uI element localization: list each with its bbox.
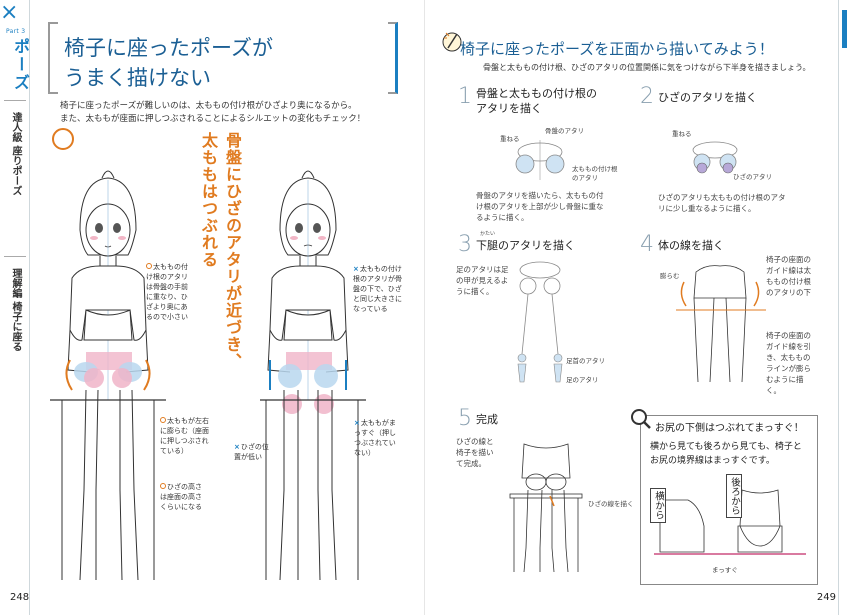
step-5-diagram xyxy=(509,443,583,573)
step-1-desc: 骨盤のアタリを描いたら、太ももの付け根のアタリを上部が少し骨盤に重なるように描く… xyxy=(476,191,604,222)
tab-divider xyxy=(4,256,26,257)
left-page: Part 3 ポーズ 達人級 座りポーズ 理解編 椅子に座る 248 椅子に座っ… xyxy=(0,0,402,615)
step-2-label-knee: ひざのアタリ xyxy=(733,173,772,181)
side-tab: Part 3 ポーズ 達人級 座りポーズ 理解編 椅子に座る 248 xyxy=(0,0,30,615)
step-4-label-bulge: 膨らむ xyxy=(660,272,680,280)
good-note-3: ひざの高さは座面の高さくらいになる xyxy=(160,483,202,511)
tip-text: 横から見ても後ろから見ても、椅子とお尻の境界線はまっすぐです。 xyxy=(650,442,802,466)
good-note-2: 太ももが左右に膨らむ（座面に押しつぶされている） xyxy=(160,417,209,455)
step-2-desc: ひざのアタリも太ももの付け根のアタリに少し重なるように描く。 xyxy=(658,193,786,213)
title-bracket-left xyxy=(48,22,58,94)
step-3-label-foot: 足のアタリ xyxy=(566,376,599,384)
page-number-right: 249 xyxy=(816,592,836,603)
right-edge-tab xyxy=(838,0,850,615)
part-label: Part 3 xyxy=(6,28,26,35)
step-2-number: 2 xyxy=(640,84,654,109)
step-3-title: 下腿のアタリを描く xyxy=(476,239,575,252)
step-4-number: 4 xyxy=(640,232,654,257)
step-5-title: 完成 xyxy=(476,413,498,426)
sub-tab-1: 達人級 座りポーズ xyxy=(10,112,21,196)
step-3-diagram xyxy=(517,261,563,383)
step-3-label-ankle: 足首のアタリ xyxy=(566,357,605,365)
good-mark-icon xyxy=(52,128,74,150)
callout-line-1: 骨盤にひざのアタリが近づき、 xyxy=(223,132,242,370)
tip-diagram xyxy=(654,489,806,555)
step-4-desc: 椅子の座面のガイド線は太ももの付け根のアタリの下 xyxy=(766,255,811,297)
section-tab-label: ポーズ xyxy=(11,38,30,92)
bad-mark-icon: × xyxy=(0,0,19,25)
intro-line-2: また、太ももが座面に押しつぶされることによるシルエットの変化もチェック！ xyxy=(60,114,366,124)
step-3-desc: 足のアタリは足の甲が見えるように描く。 xyxy=(456,265,509,296)
step-2-diagram xyxy=(692,141,738,174)
step-2-label-overlap: 重ねる xyxy=(672,130,692,138)
step-1-number: 1 xyxy=(458,84,472,109)
step-2-title: ひざのアタリを描く xyxy=(658,91,757,104)
step-4-diagram xyxy=(676,265,766,383)
tip-label-side: 横から xyxy=(650,488,666,523)
title-line-1: 椅子に座ったポーズが xyxy=(64,36,273,60)
bad-note-3: ×ひざの位置が低い xyxy=(234,443,269,461)
step-4-title: 体の線を描く xyxy=(658,239,724,252)
tip-label-straight: まっすぐ xyxy=(712,566,738,574)
bad-pose-illustration xyxy=(260,170,366,581)
step-5-label-knee-line: ひざの線を描く xyxy=(588,500,634,508)
bad-note-2: ×太ももがまっすぐ（押しつぶされていない） xyxy=(354,419,396,457)
right-edge-bar xyxy=(842,10,847,48)
step-4-desc-2: 椅子の座面のガイド線を引き、太もものラインが膨らむように描く。 xyxy=(766,331,811,395)
section-subheading: 骨盤と太ももの付け根、ひざのアタリの位置関係に気をつけながら下半身を描きましょう… xyxy=(483,63,811,72)
good-pose-illustration xyxy=(50,170,166,581)
intro-line-1: 椅子に座ったポーズが難しいのは、太ももの付け根がひざより奥になるから。 xyxy=(60,101,357,111)
callout-line-2: 太ももはつぶれる xyxy=(199,132,218,268)
step-3-ruby: かたい xyxy=(480,231,496,237)
page-gutter xyxy=(424,0,426,615)
step-1-label-thigh: 太ももの付け根 xyxy=(572,165,618,173)
intro-text: 椅子に座ったポーズが難しいのは、太ももの付け根がひざより奥になるから。 また、太… xyxy=(60,100,400,126)
title-bracket-right xyxy=(388,22,398,94)
magnifier-icon xyxy=(631,409,651,429)
tab-divider xyxy=(4,100,26,101)
hand-pencil-icon xyxy=(442,32,462,52)
step-3-number: 3 xyxy=(458,232,472,257)
step-1-diagram xyxy=(515,140,565,180)
tip-label-back: 後ろから xyxy=(726,474,742,518)
page-title: 椅子に座ったポーズが うまく描けない xyxy=(48,22,398,94)
step-1-label-overlap: 重ねる xyxy=(500,135,520,143)
sub-tab-2: 理解編 椅子に座る xyxy=(10,268,21,352)
section-heading: 椅子に座ったポーズを正面から描いてみよう！ xyxy=(460,40,774,58)
step-5-desc: ひざの線と椅子を描いて完成。 xyxy=(456,437,494,468)
step-1-label-thigh-2: のアタリ xyxy=(572,174,598,182)
good-note-1: 太ももの付け根のアタリは骨盤の手前に重なり、ひざより奥にあるので小さい xyxy=(146,263,188,321)
step-1-label-pelvis: 骨盤のアタリ xyxy=(545,127,584,135)
step-1-title: 骨盤と太ももの付け根の アタリを描く xyxy=(476,87,597,115)
page-number-left: 248 xyxy=(10,592,30,603)
bad-note-1: ×太ももの付け根のアタリが骨盤の下で、ひざと同じ大きさになっている xyxy=(353,265,402,313)
tip-title: お尻の下側はつぶれてまっすぐ！ xyxy=(655,423,804,434)
step-5-number: 5 xyxy=(458,406,472,431)
title-line-2: うまく描けない xyxy=(64,66,211,90)
